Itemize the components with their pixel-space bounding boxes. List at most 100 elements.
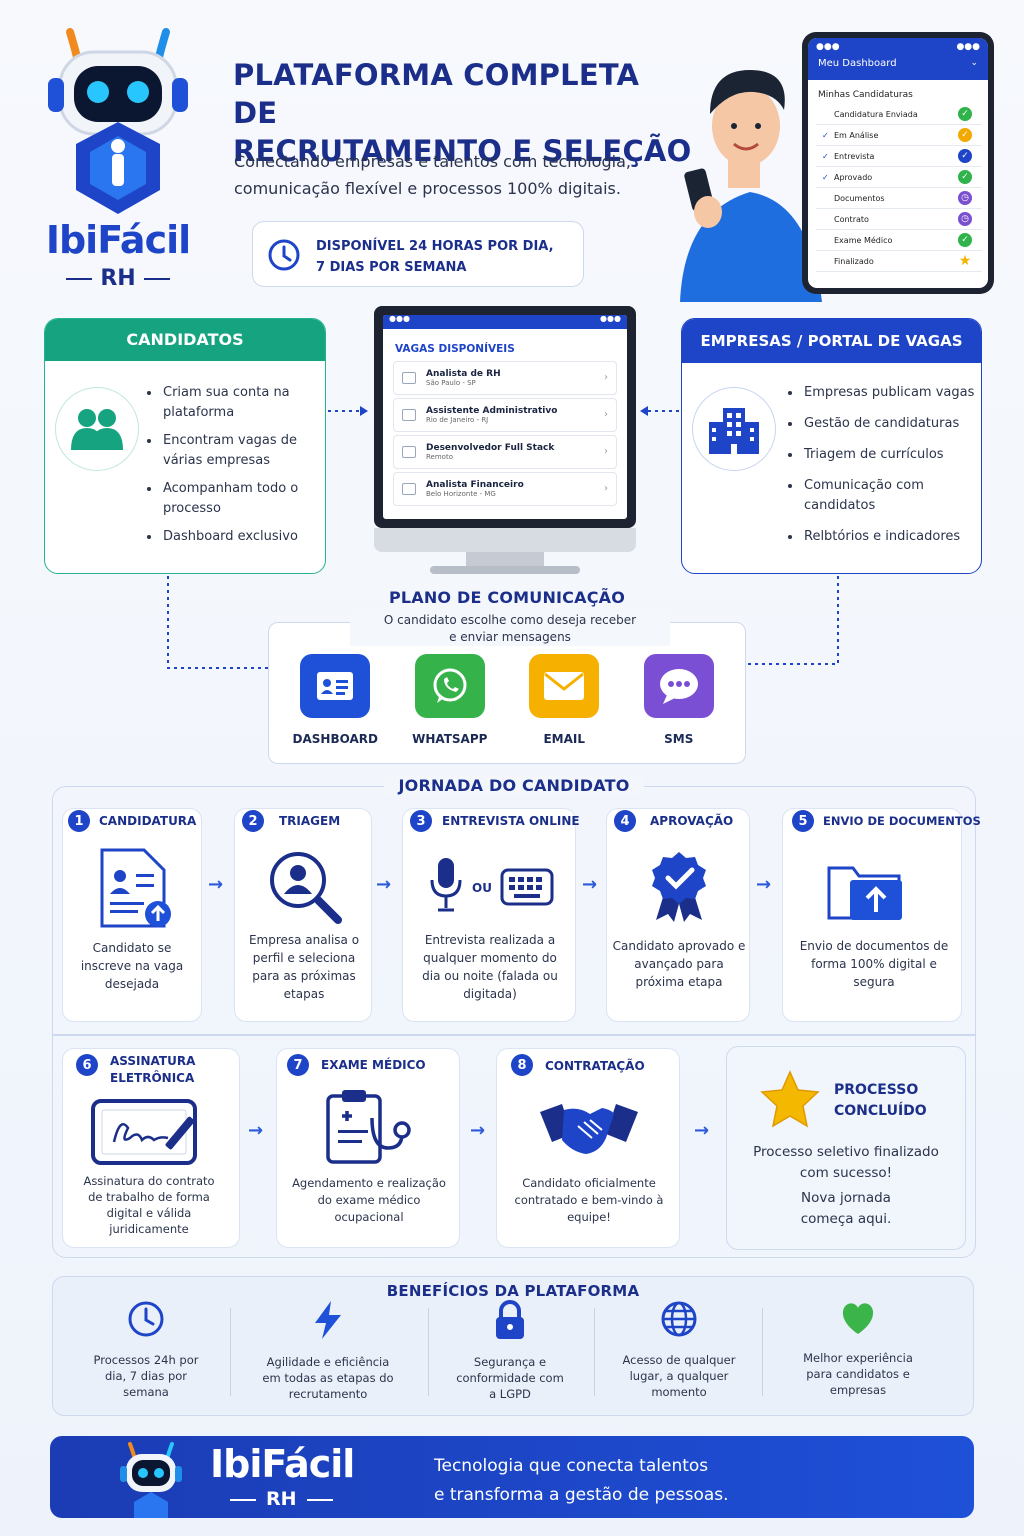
job-location: Belo Horizonte - MG <box>426 490 496 498</box>
dashboard-title: Meu Dashboard <box>818 58 897 69</box>
briefcase-icon <box>402 372 416 384</box>
list-item: Encontram vagas de várias empresas <box>147 431 317 471</box>
dashboard-status-row: Documentos◷ <box>816 188 982 209</box>
arrow-right-icon: → <box>694 1120 710 1141</box>
job-location: São Paulo - SP <box>426 379 476 387</box>
benefit-item: Agilidade e eficiência em todas as etapa… <box>256 1300 400 1402</box>
clipboard-stethoscope-icon <box>326 1090 411 1164</box>
step-description: Candidato se inscreve na vaga desejada <box>80 941 184 991</box>
step-description: Candidato oficialmente contratado e bem-… <box>514 1176 664 1224</box>
availability-badge: DISPONÍVEL 24 HORAS POR DIA, 7 DIAS POR … <box>252 221 584 287</box>
status-badge-icon: ✓ <box>958 107 972 121</box>
check-icon: ✓ <box>822 130 829 140</box>
whatsapp-icon <box>414 654 485 718</box>
candidates-icon <box>55 387 139 471</box>
arrow-right-icon: → <box>248 1120 264 1141</box>
list-item: Triagem de currículos <box>788 445 980 465</box>
process-complete-title: PROCESSO CONCLUÍDO <box>834 1082 927 1119</box>
benefit-item: Melhor experiência para candidatos e emp… <box>792 1300 924 1398</box>
benefit-text: Agilidade e eficiência em todas as etapa… <box>262 1355 394 1401</box>
step-number: 5 <box>792 810 814 832</box>
step-number: 7 <box>287 1054 309 1076</box>
list-item: Relbtórios e indicadores <box>788 527 980 547</box>
channel-label: SMS <box>664 732 694 746</box>
channel-option[interactable]: DASHBOARD <box>278 654 393 746</box>
benefits-title: BENEFÍCIOS DA PLATAFORMA <box>386 1282 640 1300</box>
status-badge-icon: ◷ <box>958 212 972 226</box>
process-complete-desc2: Nova jornada começa aqui. <box>800 1190 892 1227</box>
envelope-icon <box>529 654 600 718</box>
id-card-icon <box>300 654 371 718</box>
dashboard-status-label: Finalizado <box>834 256 874 266</box>
approval-badge-icon <box>652 852 706 922</box>
channel-option[interactable]: WHATSAPP <box>393 654 508 746</box>
document-upload-icon <box>100 848 171 928</box>
benefit-text: Acesso de qualquer lugar, a qualquer mom… <box>622 1353 736 1399</box>
benefit-item: Processos 24h por dia, 7 dias por semana <box>84 1300 208 1400</box>
person-with-phone-illustration <box>680 70 822 302</box>
magnifier-user-icon <box>270 852 342 924</box>
benefit-text: Melhor experiência para candidatos e emp… <box>803 1351 913 1397</box>
dashboard-status-row: Candidatura Enviada ✓ <box>816 104 982 125</box>
footer-brand-name: IbiFácil <box>210 1442 355 1486</box>
building-icon <box>709 408 759 454</box>
dashboard-section-title: Minhas Candidaturas <box>818 90 913 100</box>
benefit-text: Processos 24h por dia, 7 dias por semana <box>93 1353 199 1399</box>
job-title: Analista de RH <box>426 369 501 379</box>
journey-step-3 <box>402 808 576 1022</box>
lock-icon <box>496 1300 524 1339</box>
communication-title: PLANO DE COMUNICAÇÃO <box>388 588 626 607</box>
status-badge-icon: ✓ <box>958 128 972 142</box>
job-title: Analista Financeiro <box>426 480 524 490</box>
companies-icon <box>692 387 776 471</box>
step-number: 1 <box>68 810 90 832</box>
microphone-icon <box>430 858 462 912</box>
handshake-icon <box>540 1104 638 1154</box>
step-title: APROVAÇÃO <box>650 814 734 828</box>
star-icon <box>760 1070 820 1128</box>
chevron-right-icon: › <box>604 446 608 457</box>
dashboard-status-label: Candidatura Enviada <box>834 109 918 119</box>
tablet-signature-icon <box>91 1099 197 1165</box>
channel-option[interactable]: EMAIL <box>507 654 622 746</box>
step-title: TRIAGEM <box>279 814 341 828</box>
step-title: ENVIO DE DOCUMENTOS <box>823 814 981 828</box>
clock-icon <box>268 239 300 271</box>
dashboard-status-row: ✓ Em Análise ✓ <box>816 125 982 146</box>
briefcase-icon <box>402 446 416 458</box>
step-number: 6 <box>76 1054 98 1076</box>
page-title: PLATAFORMA COMPLETA DE RECRUTAMENTO E SE… <box>233 58 692 168</box>
channel-label: EMAIL <box>543 732 586 746</box>
journey-step-2 <box>234 808 372 1022</box>
process-complete-card <box>726 1046 966 1250</box>
dashboard-status-label: Em Análise <box>834 130 879 140</box>
step-description: Envio de documentos de forma 100% digita… <box>799 939 949 989</box>
job-location: Remoto <box>426 453 453 461</box>
dashboard-status-label: Aprovado <box>834 172 873 182</box>
step-title: EXAME MÉDICO <box>321 1058 426 1072</box>
globe-icon <box>661 1301 697 1337</box>
list-item: Gestão de candidaturas <box>788 414 980 434</box>
step-number: 2 <box>242 810 264 832</box>
job-title: Assistente Administrativo <box>426 406 558 416</box>
dashboard-status-label: Entrevista <box>834 151 875 161</box>
process-complete-desc: Processo seletivo finalizado com sucesso… <box>753 1144 939 1181</box>
journey-step-4 <box>606 808 750 1022</box>
journey-title: JORNADA DO CANDIDATO <box>384 776 644 795</box>
dashboard-status-label: Exame Médico <box>834 235 893 245</box>
benefits-box <box>52 1276 974 1416</box>
check-icon: ✓ <box>822 151 829 161</box>
dashboard-status-row: ✓Aprovado✓ <box>816 167 982 188</box>
jobs-title: VAGAS DISPONÍVEIS <box>395 343 515 355</box>
communication-subtitle: O candidato escolhe como deseja receber … <box>350 612 670 646</box>
folder-upload-icon <box>827 866 902 920</box>
channel-option[interactable]: SMS <box>622 654 737 746</box>
dashboard-status-label: Documentos <box>834 193 885 203</box>
arrow-right-icon: → <box>208 874 224 895</box>
